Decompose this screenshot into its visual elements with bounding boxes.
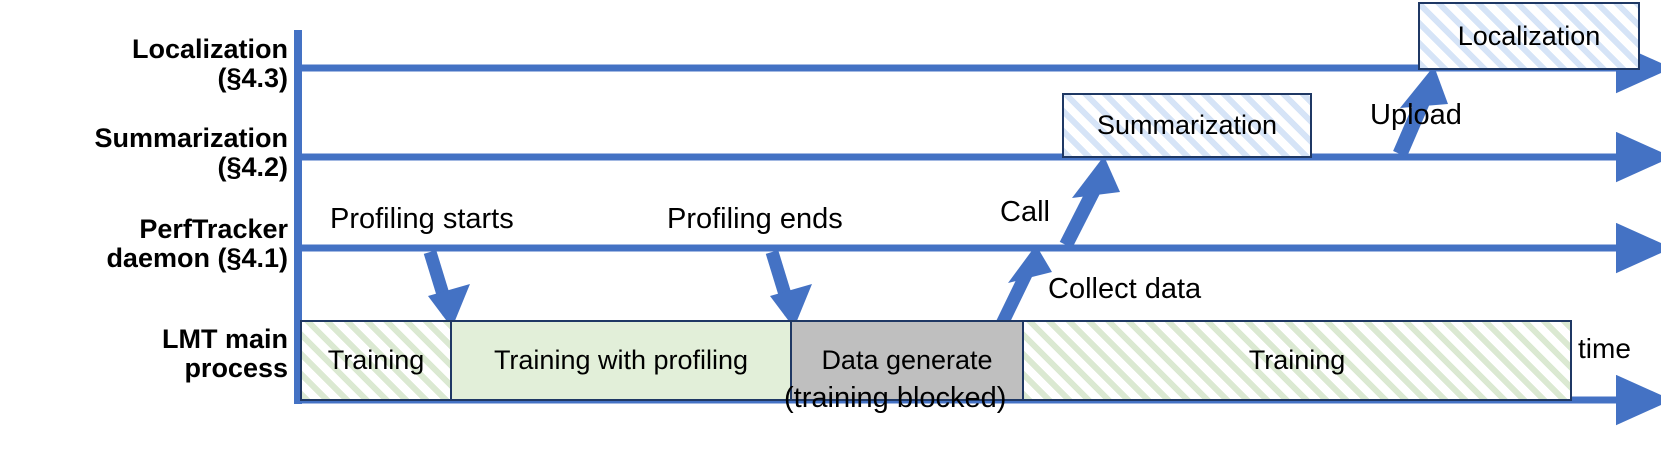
lane-label-summarization: Summarization (§4.2) <box>94 123 288 183</box>
task-box-training-2[interactable]: Training <box>1022 320 1572 401</box>
task-box-data-generate[interactable]: Data generate <box>790 320 1024 401</box>
annotation-call: Call <box>1000 196 1050 228</box>
task-box-localization[interactable]: Localization <box>1418 2 1640 70</box>
lane-label-localization: Localization (§4.3) <box>131 34 288 94</box>
lane-label-lmt: LMT main process <box>162 324 288 384</box>
task-box-training-with-profiling[interactable]: Training with profiling <box>450 320 792 401</box>
task-box-training-2-label: Training <box>1248 345 1346 375</box>
time-axis-label: time <box>1578 333 1631 364</box>
arrow-upload <box>1393 66 1448 157</box>
task-box-summarization-label: Summarization <box>1096 110 1278 140</box>
arrow-call <box>1059 156 1120 249</box>
task-box-localization-label: Localization <box>1457 20 1601 51</box>
arrow-collect-data <box>994 245 1052 331</box>
task-box-training-with-profiling-label: Training with profiling <box>493 345 749 375</box>
annotation-upload: Upload <box>1370 99 1462 131</box>
annotation-profiling-starts: Profiling starts <box>330 203 514 235</box>
task-box-training-1[interactable]: Training <box>300 320 452 401</box>
annotation-profiling-ends: Profiling ends <box>667 203 843 235</box>
task-box-training-1-label: Training <box>327 345 425 375</box>
task-box-data-generate-label: Data generate <box>821 345 993 375</box>
annotation-training-blocked: (training blocked) <box>784 382 1007 414</box>
task-box-summarization[interactable]: Summarization <box>1062 93 1312 158</box>
lane-label-perftracker: PerfTracker daemon (§4.1) <box>106 214 288 274</box>
arrow-profiling-ends <box>765 250 812 328</box>
arrow-profiling-starts <box>423 250 470 328</box>
annotation-collect-data: Collect data <box>1048 273 1202 305</box>
